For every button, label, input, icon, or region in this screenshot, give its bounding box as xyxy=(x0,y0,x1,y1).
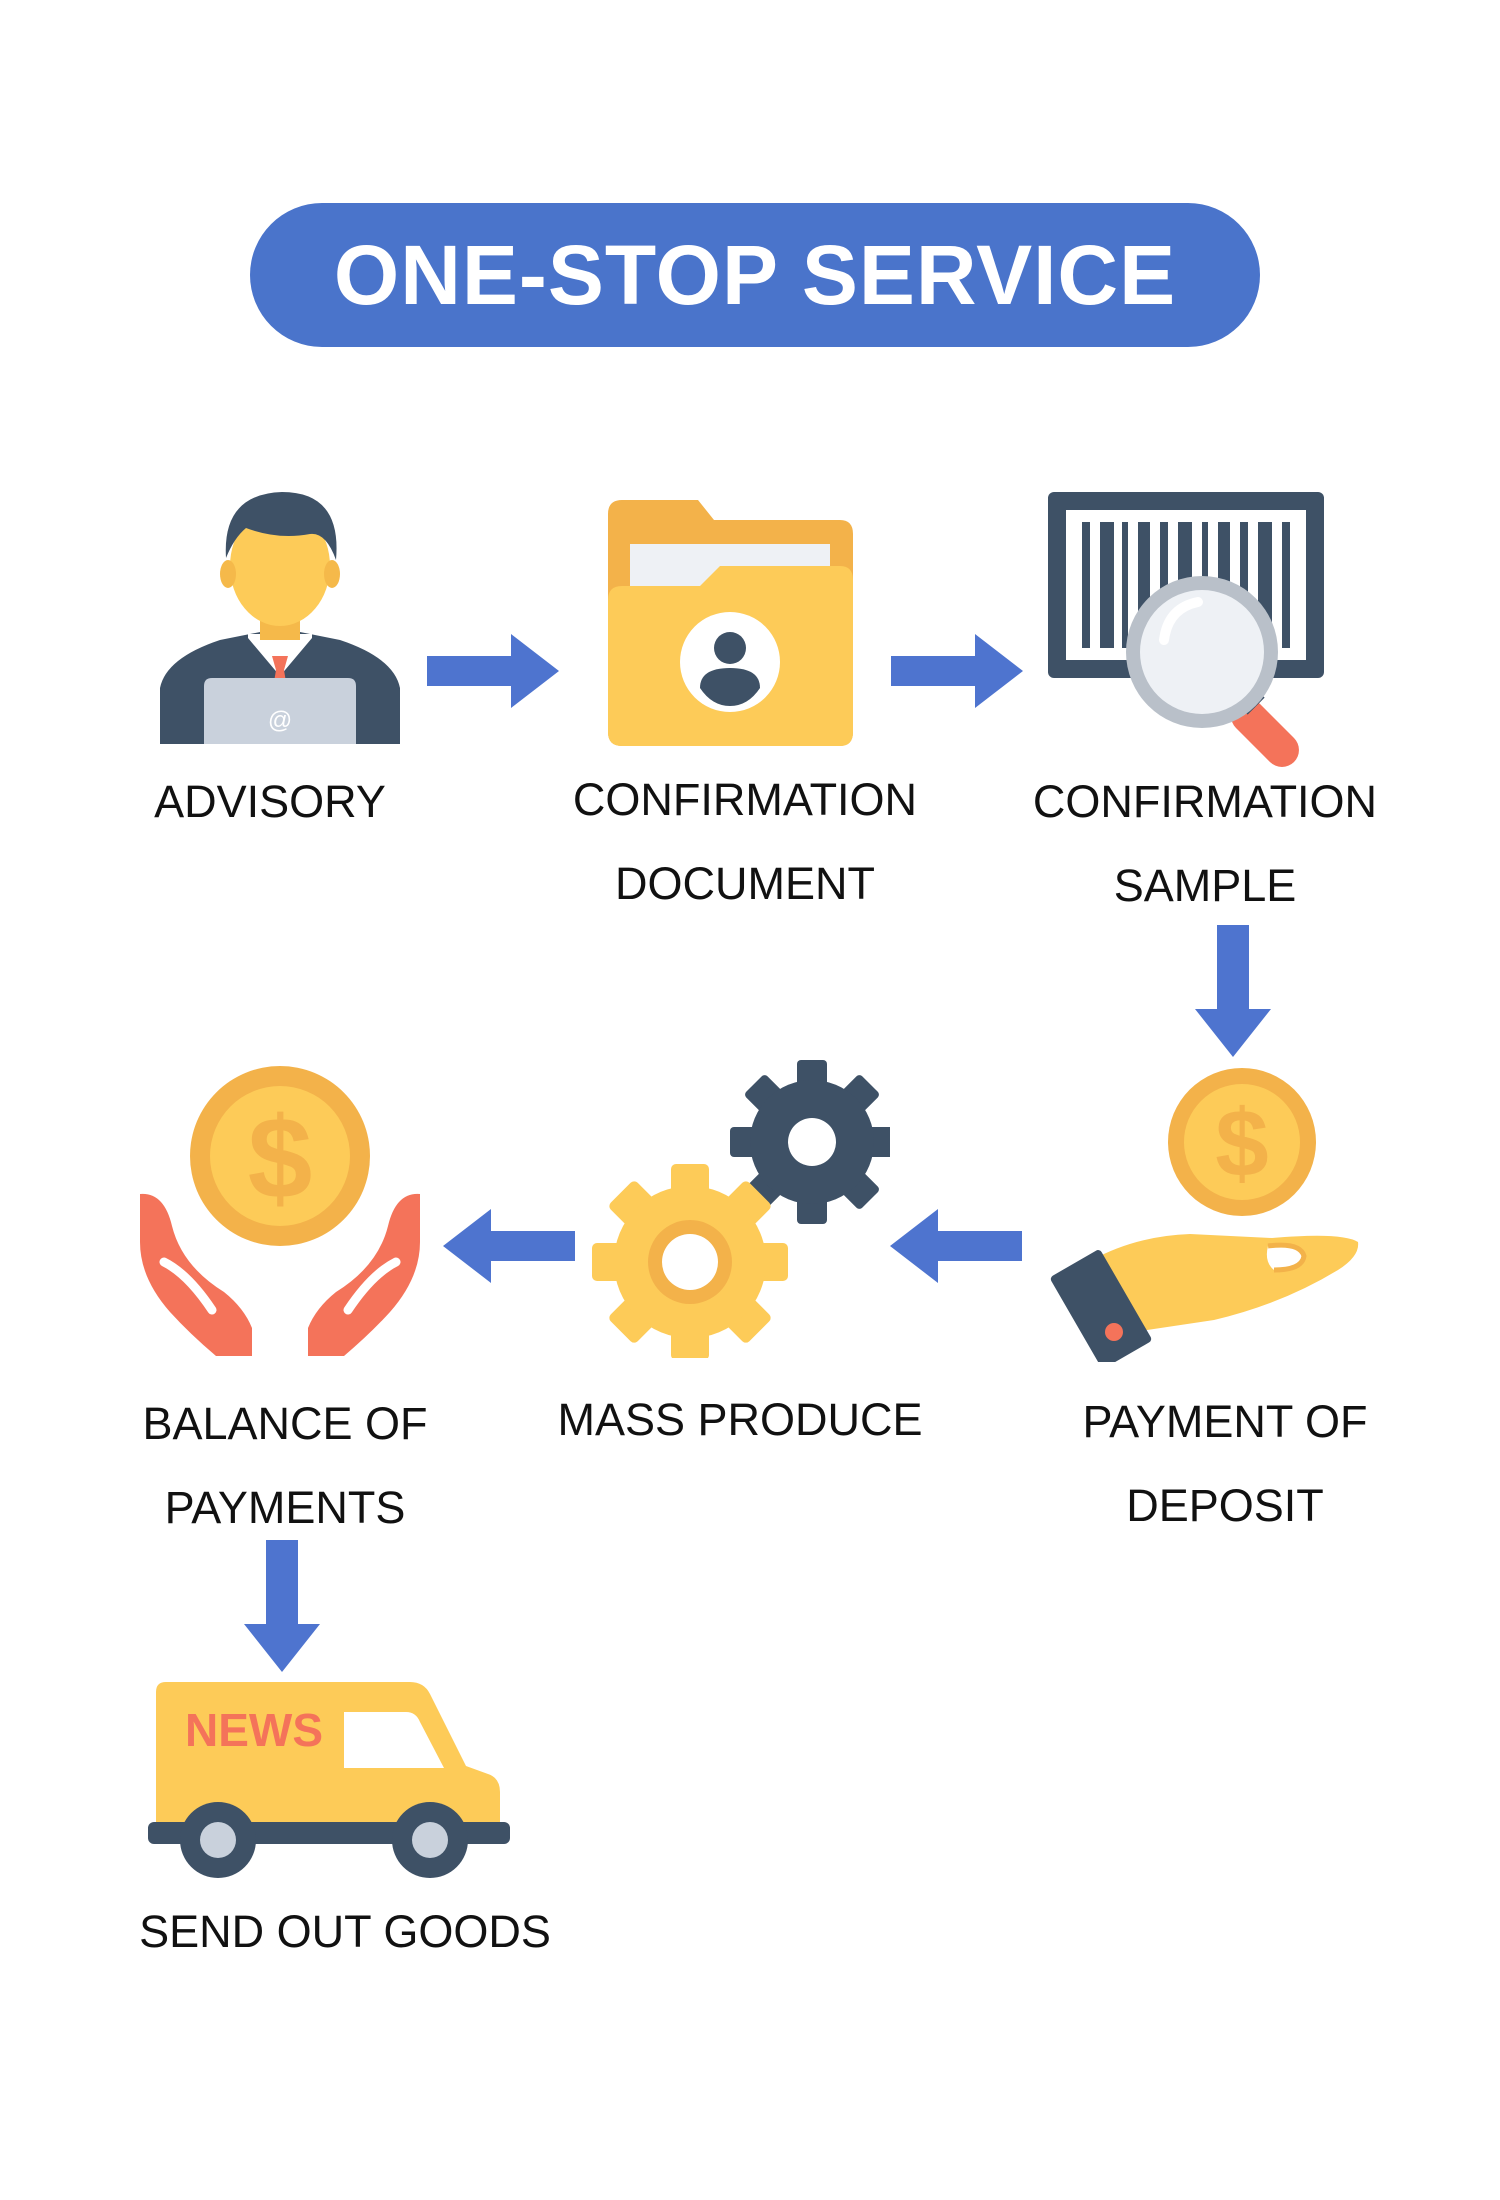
coin-dollar-sign: $ xyxy=(1215,1090,1268,1197)
coin-dollar-sign: $ xyxy=(248,1093,313,1223)
coin-hand-icon: $ xyxy=(1050,1068,1359,1362)
arrow-right-icon xyxy=(427,634,559,708)
arrow-down-icon xyxy=(244,1540,320,1672)
delivery-truck-icon: NEWS xyxy=(148,1682,510,1878)
barcode-search-icon xyxy=(1048,492,1324,767)
arrow-down-icon xyxy=(1195,925,1271,1057)
arrow-left-icon xyxy=(890,1209,1022,1283)
step-label-confirmation-document: CONFIRMATION DOCUMENT xyxy=(572,774,918,909)
arrow-left-icon xyxy=(443,1209,575,1283)
coin-hands-icon: $ xyxy=(140,1066,420,1356)
advisor-icon: @ xyxy=(160,492,400,744)
step-label-mass-produce: MASS PRODUCE xyxy=(557,1394,923,1445)
laptop-at-sign: @ xyxy=(268,707,292,734)
folder-icon xyxy=(608,500,853,746)
gears-icon xyxy=(592,1060,890,1358)
step-label-send-out-goods: SEND OUT GOODS xyxy=(139,1906,551,1957)
arrow-right-icon xyxy=(891,634,1023,708)
step-label-balance-of-payments: BALANCE OF PAYMENTS xyxy=(142,1398,428,1533)
step-label-payment-of-deposit: PAYMENT OF DEPOSIT xyxy=(1082,1396,1368,1531)
step-label-confirmation-sample: CONFIRMATION SAMPLE xyxy=(1032,776,1378,911)
page-title: ONE-STOP SERVICE xyxy=(333,227,1177,322)
step-label-advisory: ADVISORY xyxy=(154,776,386,827)
title-banner: ONE-STOP SERVICE xyxy=(250,203,1260,347)
truck-sign-text: NEWS xyxy=(185,1704,323,1756)
